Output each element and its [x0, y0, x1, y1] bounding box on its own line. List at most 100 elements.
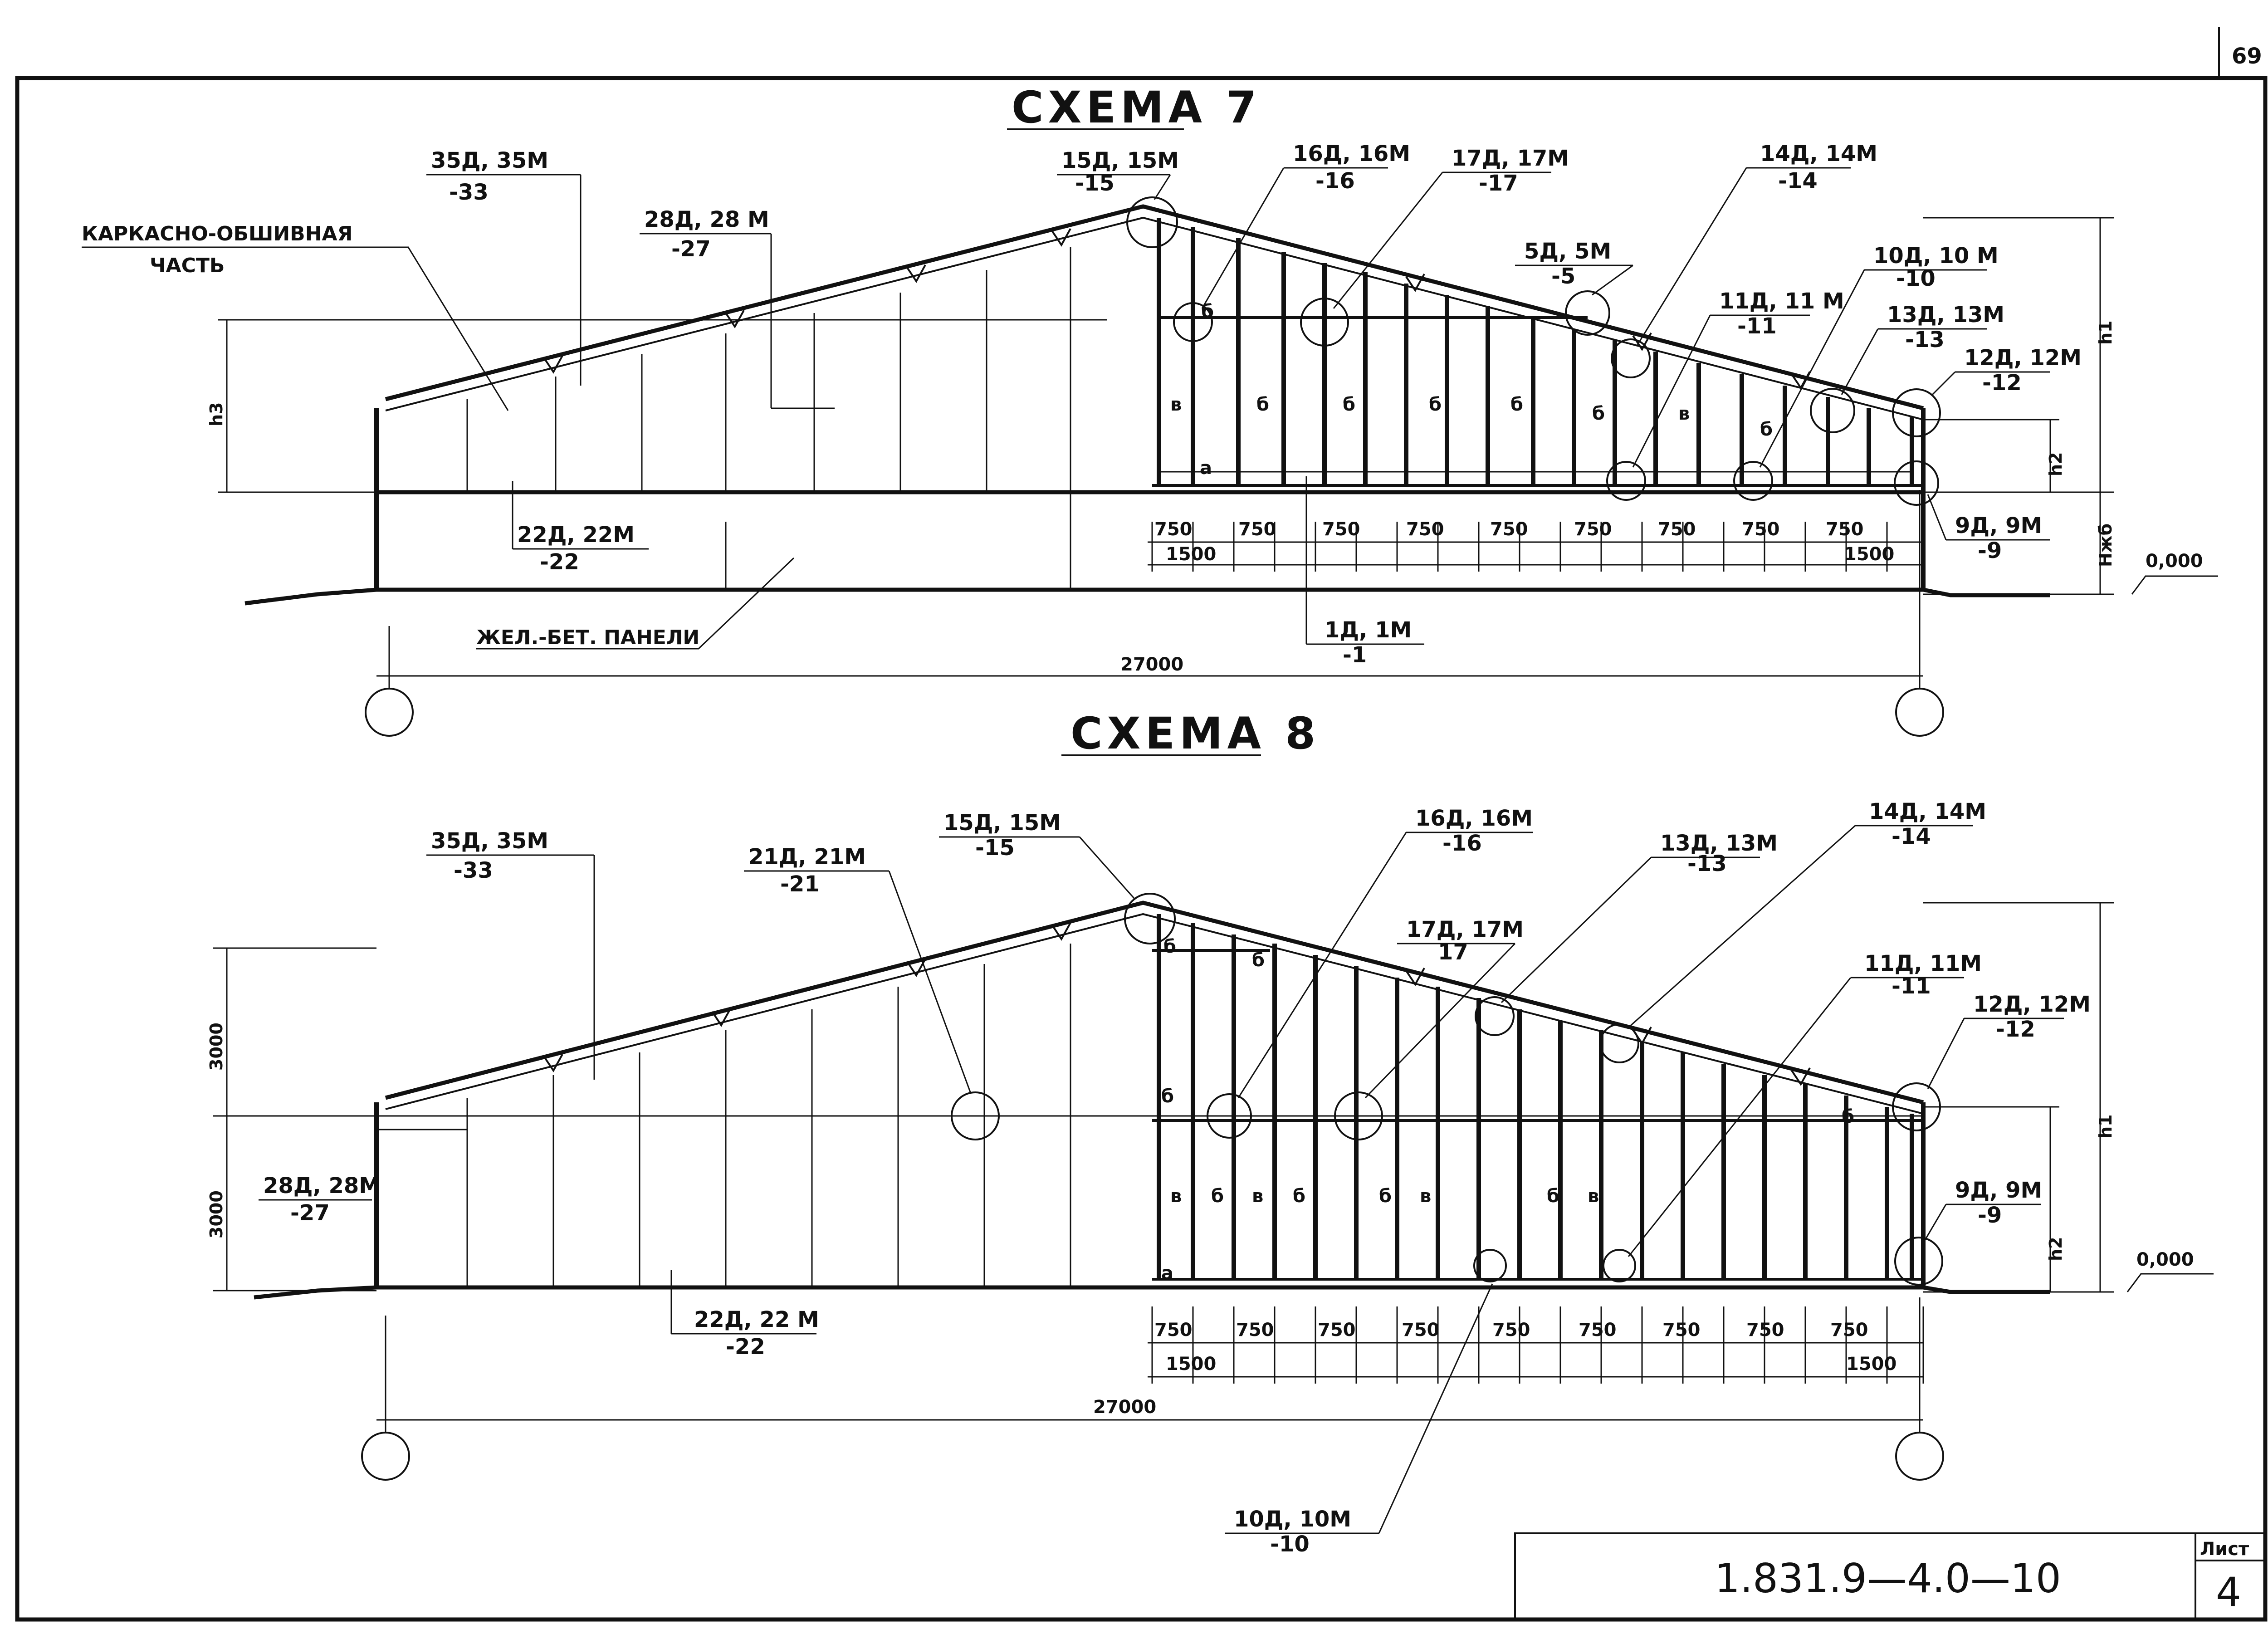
document-code: 1.831.9—4.0—10	[1715, 1555, 2061, 1602]
svg-text:28Д, 28 М: 28Д, 28 М	[644, 207, 769, 232]
svg-text:12Д, 12М: 12Д, 12М	[1964, 345, 2082, 371]
scheme-8-zero-label: 0,000	[2136, 1249, 2194, 1270]
callout: 22Д, 22 М -22	[670, 1270, 819, 1360]
scheme-7-h3-extension	[218, 319, 1107, 493]
scheme-7-roof-outer	[385, 204, 1924, 411]
svg-text:22Д, 22М: 22Д, 22М	[517, 522, 635, 548]
scheme-7-panels-label: ЖЕЛ.-БЕТ. ПАНЕЛИ	[476, 626, 699, 649]
drawing-frame	[15, 76, 2268, 1622]
scheme-8: СХЕМА 8 а б б б б в б в б	[206, 708, 2214, 1557]
scheme-7: СХЕМА 7 а б в б б б б	[82, 82, 2218, 737]
scheme-7-h1: h1	[2096, 321, 2116, 345]
svg-text:10Д, 10 М: 10Д, 10 М	[1873, 243, 1999, 269]
scheme-7-ground	[244, 587, 2050, 606]
svg-text:-27: -27	[671, 236, 711, 262]
svg-text:-1: -1	[1343, 642, 1367, 668]
svg-text:11Д, 11М: 11Д, 11М	[1864, 951, 1982, 976]
title-block: 1.831.9—4.0—10 Лист 4	[1514, 1532, 2266, 1620]
svg-text:в: в	[1588, 1186, 1599, 1207]
svg-text:в: в	[1170, 394, 1182, 415]
svg-text:28Д, 28М: 28Д, 28М	[263, 1173, 381, 1199]
callout: 1Д, 1М -1	[1305, 476, 1424, 668]
scheme-8-right-extension	[1923, 902, 2114, 1293]
svg-text:750: 750	[1742, 519, 1780, 540]
svg-text:14Д, 14М: 14Д, 14М	[1760, 141, 1877, 166]
scheme-7-roof-ribs	[543, 228, 1811, 390]
callout: 14Д, 14М -14	[1637, 141, 1877, 345]
svg-text:-16: -16	[1442, 831, 1482, 856]
scheme-8-frame-posts	[1157, 914, 1914, 1279]
svg-text:-14: -14	[1892, 824, 1931, 849]
svg-text:15Д, 15М: 15Д, 15М	[943, 810, 1061, 836]
svg-text:16Д, 16М: 16Д, 16М	[1293, 141, 1410, 166]
svg-text:750: 750	[1746, 1320, 1784, 1340]
svg-text:б: б	[1760, 419, 1773, 440]
svg-text:-22: -22	[540, 549, 579, 575]
scheme-7-frame-posts	[1157, 218, 1914, 485]
callout: 28Д, 28М -27	[259, 1173, 381, 1226]
callout: 21Д, 21М -21	[744, 844, 972, 1094]
callout: 11Д, 11М -11	[1628, 951, 1982, 1257]
scheme-7-panels-leader	[476, 557, 795, 650]
svg-text:б: б	[1592, 403, 1605, 424]
svg-text:35Д, 35М: 35Д, 35М	[431, 828, 548, 854]
svg-text:б: б	[1547, 1186, 1559, 1207]
svg-text:750: 750	[1658, 519, 1696, 540]
svg-text:750: 750	[1406, 519, 1444, 540]
sheet-number: 4	[2216, 1569, 2241, 1615]
svg-text:1Д, 1М: 1Д, 1М	[1325, 617, 1412, 643]
callout: 9Д, 9М -9	[1927, 494, 2050, 563]
scheme-7-extension-lines	[1923, 217, 2114, 595]
callout: 11Д, 11 М -11	[1632, 289, 1844, 468]
callout: 13Д, 13М -13	[1501, 831, 1778, 1003]
svg-text:-14: -14	[1778, 168, 1818, 194]
svg-text:750: 750	[1322, 519, 1360, 540]
svg-text:-10: -10	[1270, 1531, 1310, 1557]
svg-text:750: 750	[1402, 1320, 1440, 1340]
callout: 14Д, 14М -14	[1628, 799, 1986, 1028]
svg-text:750: 750	[1318, 1320, 1356, 1340]
svg-text:10Д, 10М: 10Д, 10М	[1234, 1507, 1351, 1532]
scheme-7-bay-dimensions: 750 750 750 750 750 750 750 750 750 1500…	[1148, 519, 1924, 572]
svg-text:б: б	[1343, 394, 1355, 415]
svg-text:-9: -9	[1978, 538, 2002, 563]
svg-text:а: а	[1161, 1263, 1173, 1284]
svg-text:б: б	[1510, 394, 1523, 415]
scheme-8-left-extension	[213, 947, 376, 1292]
scheme-7-frame-label-1: КАРКАСНО-ОБШИВНАЯ	[82, 222, 352, 245]
svg-text:22Д, 22 М: 22Д, 22 М	[694, 1307, 819, 1332]
scheme-7-roof-inner	[385, 216, 1924, 421]
svg-text:750: 750	[1579, 1320, 1617, 1340]
callout: 17Д, 17М -17	[1333, 146, 1569, 309]
scheme-7-h3: h3	[206, 402, 226, 427]
svg-text:б: б	[1379, 1186, 1392, 1207]
svg-text:-15: -15	[1075, 171, 1114, 196]
svg-text:16Д, 16М: 16Д, 16М	[1415, 806, 1533, 831]
svg-text:-5: -5	[1551, 264, 1575, 289]
scheme-7-hzhb: Нжб	[2096, 523, 2116, 567]
svg-text:б: б	[1211, 1186, 1224, 1207]
svg-text:-11: -11	[1737, 313, 1777, 339]
scheme-8-bay-dimensions: 750 750 750 750 750 750 750 750 750 1500…	[1148, 1306, 1924, 1384]
callout: 13Д, 13М -13	[1841, 302, 2004, 395]
scheme-8-roof-inner	[385, 913, 1924, 1115]
svg-text:-27: -27	[290, 1200, 330, 1226]
svg-text:17Д, 17М: 17Д, 17М	[1406, 917, 1524, 942]
svg-text:13Д, 13М: 13Д, 13М	[1660, 831, 1778, 856]
svg-text:б: б	[1429, 394, 1442, 415]
svg-text:б: б	[1256, 394, 1269, 415]
svg-text:1500: 1500	[1166, 1354, 1216, 1375]
svg-text:-33: -33	[454, 858, 493, 883]
callout: 12Д, 12М -12	[1927, 992, 2091, 1089]
svg-text:11Д, 11 М: 11Д, 11 М	[1719, 289, 1844, 314]
scheme-8-ground	[254, 1285, 2050, 1300]
callout: 17Д, 17М 17	[1364, 917, 1524, 1099]
svg-text:750: 750	[1574, 519, 1612, 540]
scheme-8-h1: h1	[2096, 1115, 2116, 1139]
scheme-7-panel-marks: а б в б б б б б в б	[1170, 301, 1773, 479]
svg-text:а: а	[1200, 458, 1212, 479]
svg-text:-21: -21	[780, 871, 820, 897]
svg-text:-10: -10	[1896, 266, 1936, 291]
svg-text:750: 750	[1662, 1320, 1701, 1340]
